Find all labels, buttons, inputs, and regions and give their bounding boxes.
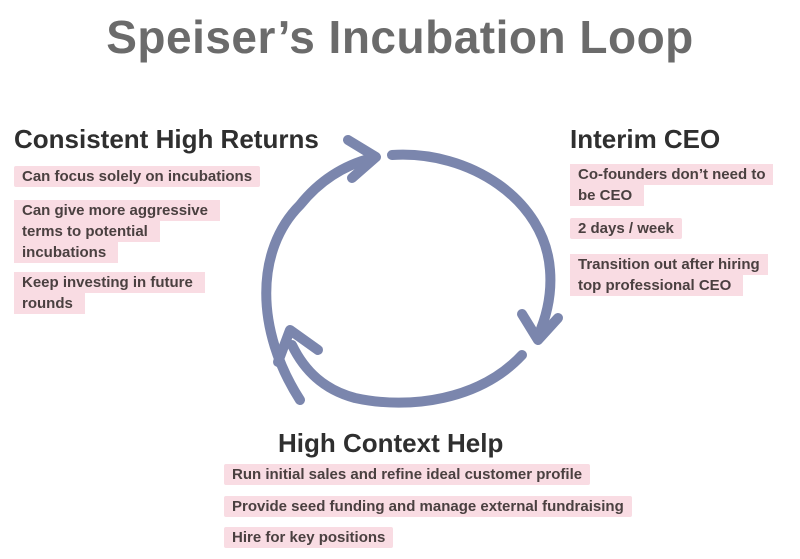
returns-tag-2: Can give more aggressive terms to potent…	[14, 200, 220, 263]
ceo-tag-2: 2 days / week	[570, 218, 682, 239]
tag-text-line: Can give more aggressive	[14, 200, 220, 221]
tag-text-line: Transition out after hiring	[570, 254, 768, 275]
tag-text-line: Co-founders don’t need to	[570, 164, 774, 185]
returns-tag-3: Keep investing in future rounds	[14, 272, 205, 314]
diagram-title: Speiser’s Incubation Loop	[106, 11, 694, 63]
tag-text: Can focus solely on incubations	[22, 168, 253, 185]
help-tag-1: Run initial sales and refine ideal custo…	[224, 464, 591, 485]
tag-text: Run initial sales and refine ideal custo…	[232, 466, 583, 483]
ceo-tag-3: Transition out after hiring top professi…	[570, 254, 768, 296]
returns-tag-1: Can focus solely on incubations	[14, 166, 261, 187]
tag-text-line: top professional CEO	[570, 275, 744, 296]
loop-arrow-bottom	[287, 340, 527, 408]
tag-text-line: rounds	[14, 293, 85, 314]
tag-text: 2 days / week	[578, 220, 674, 237]
tag-text-line: terms to potential	[14, 221, 160, 242]
loop-arrowhead-top	[343, 135, 381, 183]
loop-arrow-left	[261, 153, 377, 405]
help-tag-3: Hire for key positions	[224, 527, 394, 548]
loop-arrowhead-left	[273, 325, 323, 367]
tag-text-line: Keep investing in future	[14, 272, 205, 293]
help-tag-2: Provide seed funding and manage external…	[224, 496, 632, 517]
tag-text: Hire for key positions	[232, 529, 386, 546]
heading-consistent-high-returns: Consistent High Returns	[14, 124, 319, 154]
tag-text-line: incubations	[14, 242, 119, 263]
loop-arrowhead-right	[517, 309, 563, 345]
tag-text-line: be CEO	[570, 185, 645, 206]
tag-text: Provide seed funding and manage external…	[232, 498, 624, 515]
heading-high-context-help: High Context Help	[278, 428, 504, 458]
ceo-tag-1: Co-founders don’t need to be CEO	[570, 164, 774, 206]
heading-interim-ceo: Interim CEO	[570, 124, 721, 154]
loop-arrow-right	[387, 149, 556, 341]
